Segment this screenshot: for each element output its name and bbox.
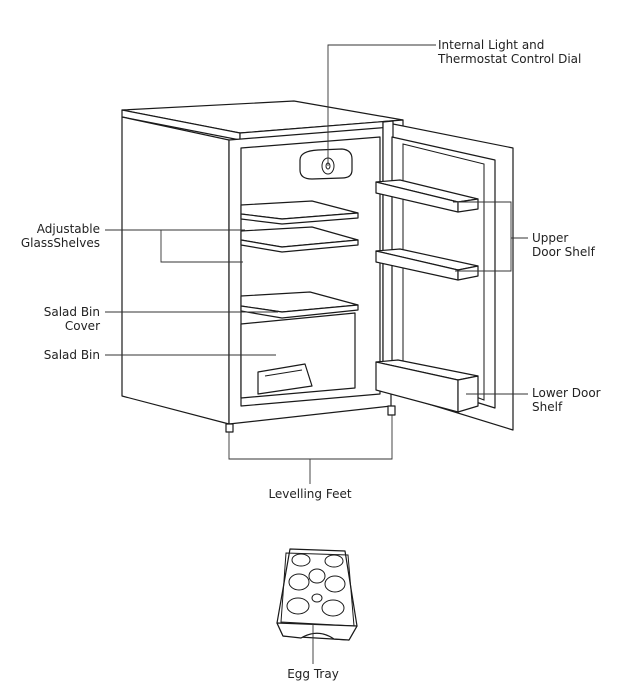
levelling-foot-right <box>387 405 396 416</box>
door-gasket <box>402 143 485 401</box>
leader-upper-door-shelf <box>453 201 512 272</box>
glass-shelf-lower-edge <box>240 239 359 253</box>
salad-bin-front-panel <box>257 363 313 395</box>
egg-cup <box>321 599 345 617</box>
leader-internal-light <box>327 44 436 166</box>
lower-door-shelf <box>375 359 479 413</box>
egg-cup <box>308 568 326 584</box>
upper-door-shelves <box>375 179 479 281</box>
egg-cup <box>324 554 344 568</box>
leader-lines <box>105 44 528 664</box>
levelling-feet <box>225 405 396 433</box>
egg-cup <box>291 553 311 567</box>
leader-adjustable-shelves <box>105 229 243 263</box>
egg-cup <box>286 597 310 615</box>
label-internal-light: Internal Light and Thermostat Control Di… <box>438 38 582 66</box>
leader-levelling-feet <box>228 415 393 460</box>
glass-shelf-upper-edge <box>240 212 359 225</box>
label-salad-bin-cover: Salad Bin Cover <box>43 305 100 333</box>
levelling-foot-left <box>225 423 234 433</box>
label-adjustable-shelves: Adjustable GlassShelves <box>20 222 100 250</box>
internal-light-housing <box>299 148 353 180</box>
egg-tray <box>276 548 358 641</box>
label-levelling-feet: Levelling Feet <box>268 487 352 501</box>
label-lower-door-shelf: Lower Door Shelf <box>532 386 601 414</box>
cabinet-left-side <box>121 116 230 425</box>
egg-cup <box>311 593 323 603</box>
egg-cup <box>324 575 346 593</box>
salad-bin-assembly <box>240 291 359 399</box>
upper-door-shelf-1-side <box>457 198 479 213</box>
salad-bin-front-inner <box>264 369 303 377</box>
label-upper-door-shelf: Upper Door Shelf <box>532 231 595 259</box>
upper-door-shelf-2-side <box>457 265 479 281</box>
egg-cup <box>288 573 310 591</box>
label-salad-bin: Salad Bin <box>43 348 100 362</box>
salad-bin-cover-edge <box>240 304 359 319</box>
egg-tray-base <box>276 622 358 641</box>
glass-shelves <box>240 200 359 253</box>
label-egg-tray: Egg Tray <box>287 667 339 681</box>
